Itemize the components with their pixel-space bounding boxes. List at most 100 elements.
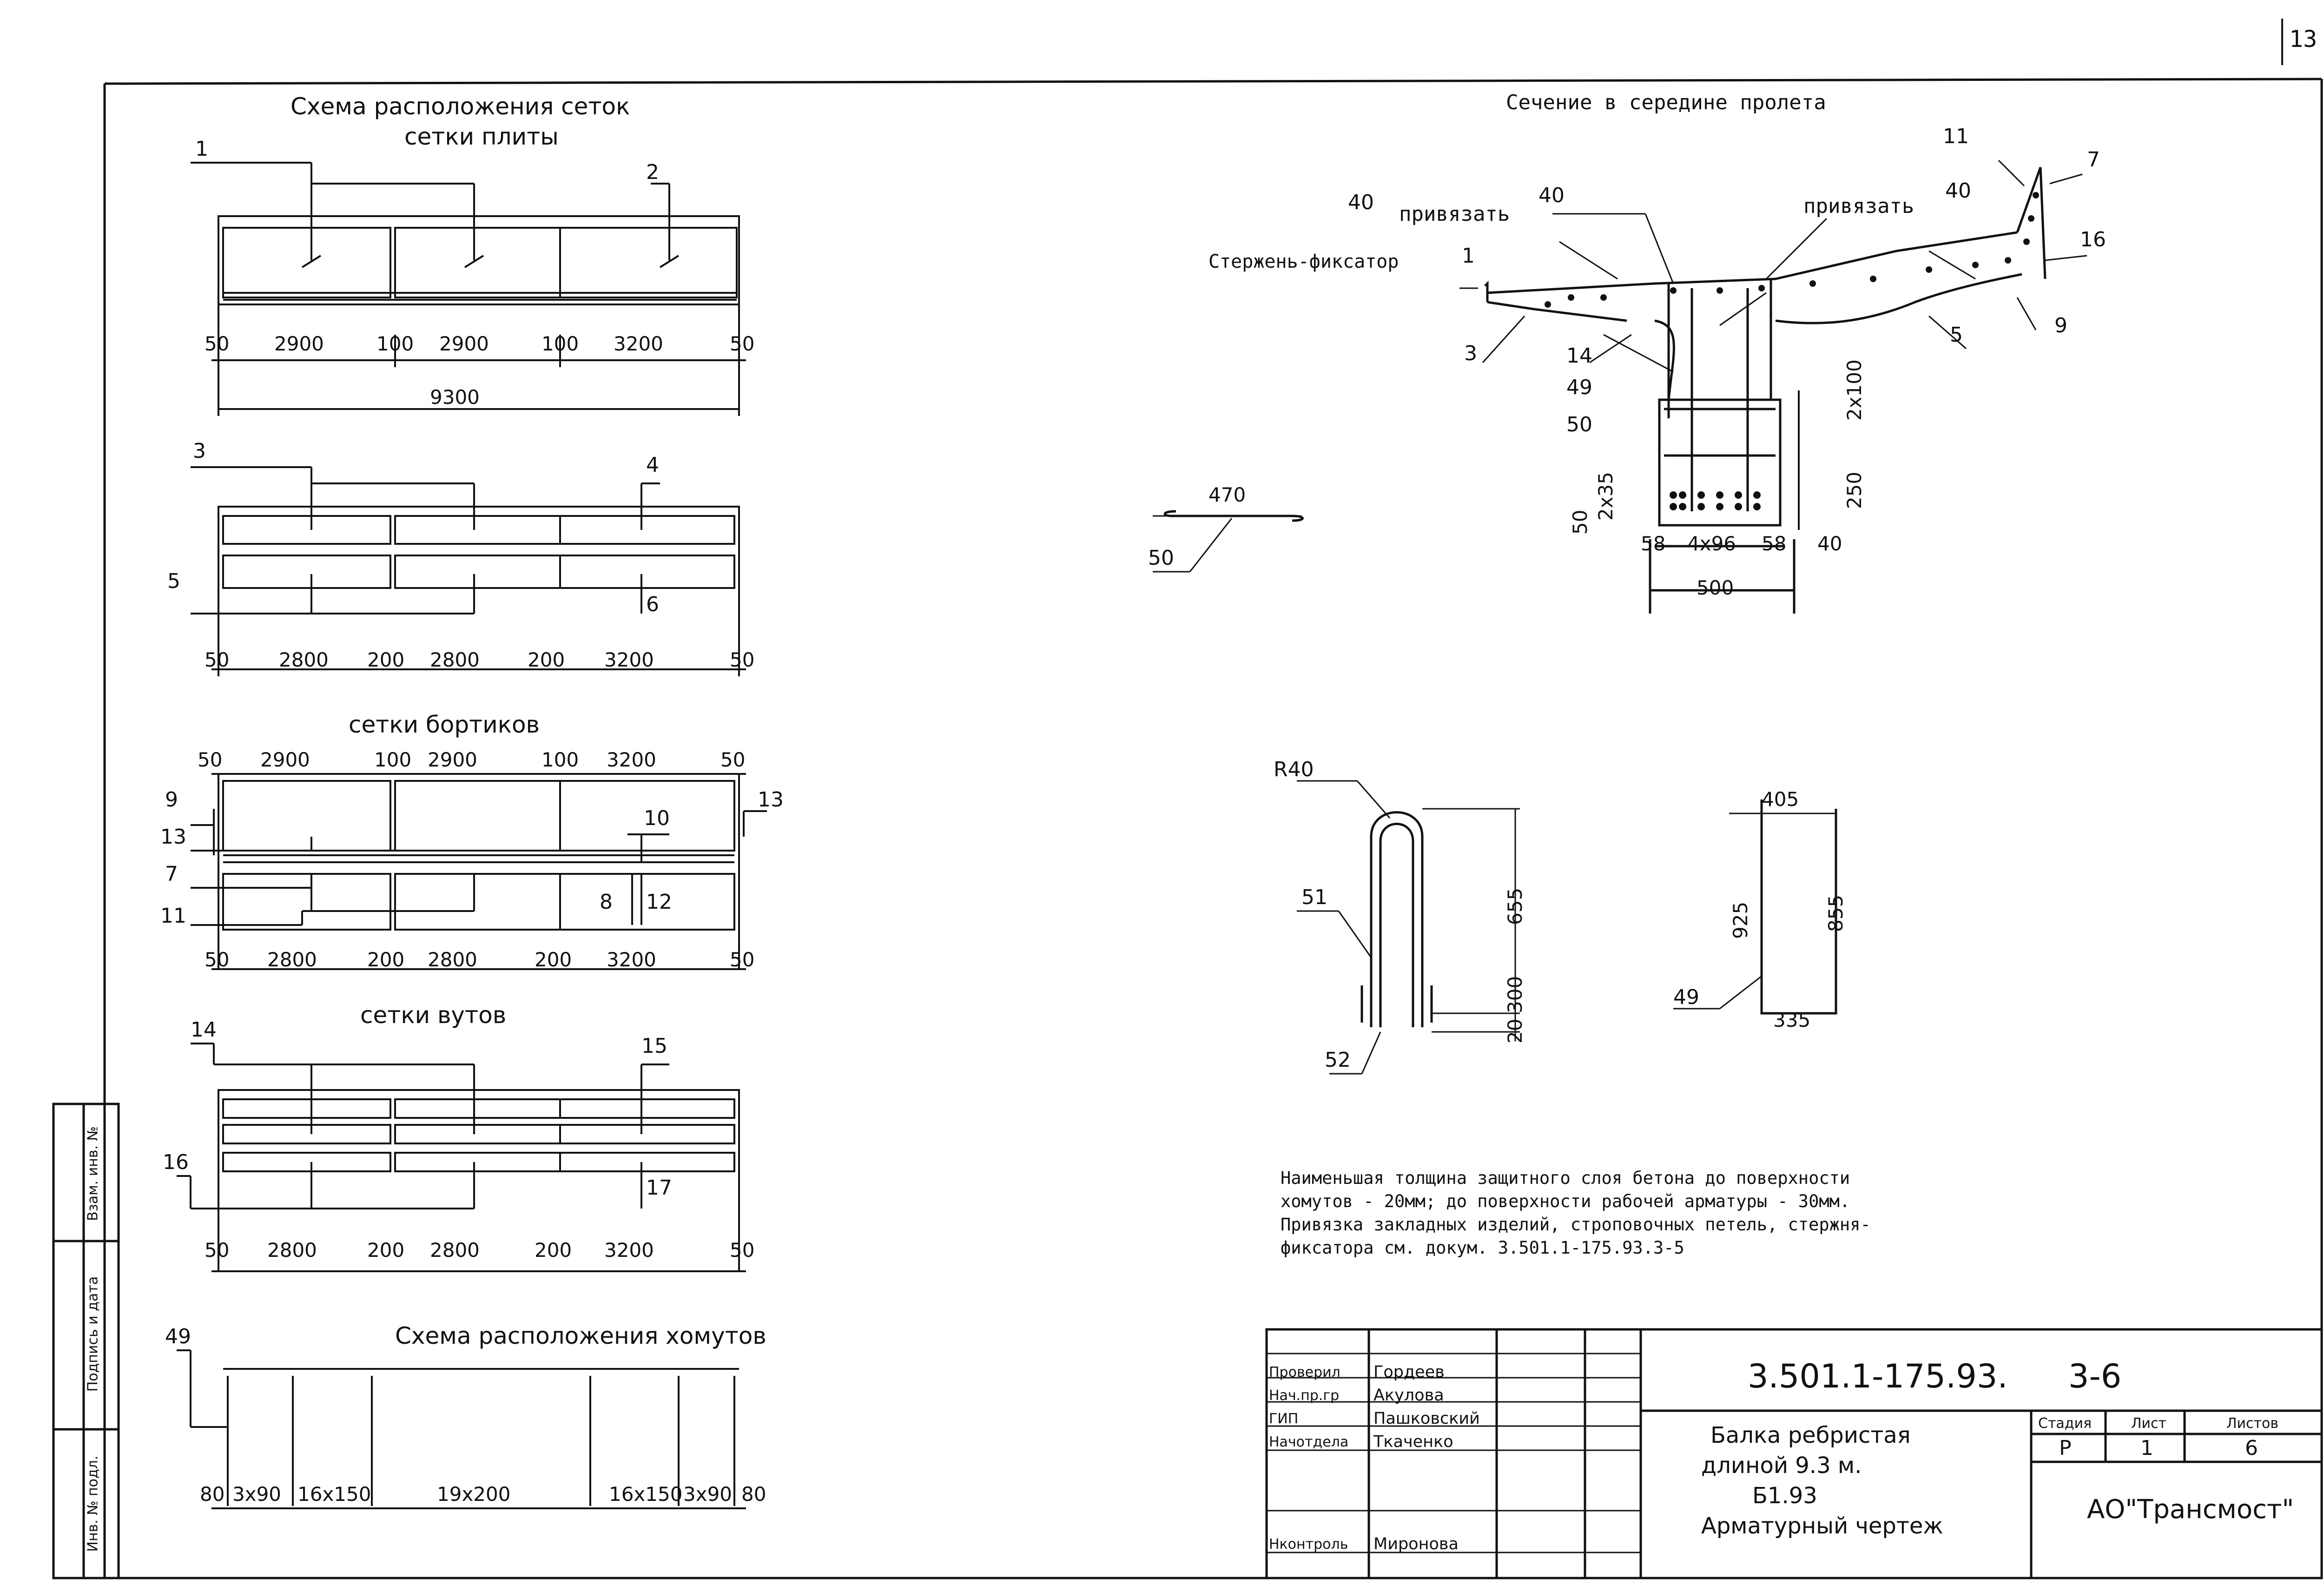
tb-sheet: 1: [2140, 1436, 2153, 1460]
margin-signature-date: Подпись и дата: [85, 1276, 101, 1392]
dim-label: 16x150: [609, 1483, 683, 1506]
dim-label: 200: [528, 648, 565, 671]
tb-name: Акулова: [1373, 1386, 1444, 1405]
dim-label: 80: [200, 1483, 225, 1506]
slab-mesh-1-drawing: [191, 162, 746, 416]
dim-label: 50: [730, 948, 755, 971]
cross-section-drawing: [1459, 159, 2087, 614]
section-bdim: 4x96: [1687, 532, 1736, 555]
section-mark: 7: [2087, 148, 2100, 172]
dim-label: 200: [367, 648, 405, 671]
section-mark: 40: [1348, 191, 1374, 214]
bar-51-dim: 20: [1504, 1018, 1526, 1044]
bar-51-mark: 51: [1301, 885, 1327, 909]
dim-label: 3200: [607, 748, 656, 771]
section-width: 500: [1697, 576, 1734, 599]
stirrup-layout-drawing: [177, 1349, 746, 1509]
dim-label: 200: [535, 948, 572, 971]
dim-label: 3200: [604, 1239, 654, 1262]
tb-sheet-header: Лист: [2131, 1415, 2167, 1432]
section-vdim: 250: [1843, 471, 1866, 509]
mark-label: 7: [165, 862, 178, 886]
dim-label: 2900: [439, 332, 489, 355]
note-line: Привязка закладных изделий, строповочных…: [1281, 1215, 1871, 1235]
tb-role: Проверил: [1269, 1364, 1340, 1381]
mark-label: 15: [641, 1034, 667, 1058]
note-line: Наименьшая толщина защитного слоя бетона…: [1281, 1168, 1850, 1188]
dim-label: 50: [730, 332, 755, 355]
dim-label: 3x90: [232, 1483, 282, 1506]
mark-label: 14: [191, 1018, 217, 1042]
mark-label: 13: [160, 825, 186, 849]
section-vdim: 50: [1569, 509, 1591, 535]
dim-label: 100: [374, 748, 412, 771]
dim-label: 3200: [607, 948, 656, 971]
mark-label: 5: [167, 569, 180, 593]
bar-51-52-drawing: [1297, 780, 1520, 1075]
mark-label: 3: [193, 439, 206, 463]
bar-51-dim: 655: [1504, 887, 1526, 925]
section-tie-right: привязать: [1803, 194, 1915, 218]
mark-label: 12: [646, 890, 672, 914]
tb-doc-code: 3.501.1-175.93.: [1748, 1357, 2008, 1395]
dim-label: 2800: [267, 948, 317, 971]
dim-label: 100: [541, 332, 579, 355]
section-vdim: 2x35: [1594, 471, 1617, 521]
dim-label: 50: [205, 648, 230, 671]
tb-title: Б1.93: [1752, 1483, 1817, 1509]
mark-label: 17: [646, 1176, 672, 1200]
dim-label: 50: [205, 332, 230, 355]
heading-mesh-layout: Схема расположения сеток: [290, 93, 630, 120]
tb-role: ГИП: [1269, 1411, 1299, 1427]
section-mark: 40: [1945, 179, 1971, 203]
tb-title: Балка ребристая: [1710, 1422, 1911, 1448]
dim-label: 3200: [604, 648, 654, 671]
section-vdim: 2x100: [1843, 359, 1866, 421]
dim-label: 2800: [267, 1239, 317, 1262]
margin-replaced-inv: Взам. инв. №: [85, 1126, 101, 1221]
title-block-frame: [1265, 1328, 2323, 1579]
dim-label: 16x150: [297, 1483, 371, 1506]
heading-section-mid: Сечение в середине пролета: [1506, 91, 1826, 114]
section-tie-left: привязать: [1399, 202, 1510, 226]
tb-sheets-header: Листов: [2226, 1415, 2279, 1432]
tb-name: Миронова: [1373, 1535, 1459, 1553]
dim-label: 19x200: [437, 1483, 511, 1506]
curb-mesh-drawing: [191, 773, 767, 970]
tb-name: Ткаченко: [1373, 1433, 1453, 1451]
tb-title: длиной 9.3 м.: [1701, 1453, 1862, 1479]
slab-mesh-2-drawing: [191, 466, 746, 676]
dim-label: 2800: [430, 648, 480, 671]
dim-label: 2900: [274, 332, 324, 355]
mark-label: 16: [163, 1150, 189, 1174]
section-mark: 14: [1566, 344, 1592, 368]
section-mark: 9: [2054, 314, 2067, 337]
bar-49-mark: 49: [1673, 985, 1699, 1009]
dim-label: 50: [720, 748, 746, 771]
mark-label: 49: [165, 1325, 191, 1348]
section-bdim: 40: [1817, 532, 1842, 555]
rebar-dots: [1545, 192, 2039, 510]
dim-label: 100: [376, 332, 414, 355]
dim-label: 200: [367, 948, 405, 971]
dim-label: 2800: [428, 948, 477, 971]
dim-label: 200: [535, 1239, 572, 1262]
mark-label: 1: [195, 137, 208, 161]
mark-label: 8: [600, 890, 613, 914]
bar-49-dim: 925: [1729, 901, 1752, 939]
dim-label: 2900: [260, 748, 310, 771]
bar-51-dim: 300: [1504, 976, 1526, 1013]
dim-label: 2800: [430, 1239, 480, 1262]
bar-49-dim: 405: [1762, 788, 1799, 811]
mark-label: 10: [644, 806, 670, 830]
section-mark: 11: [1943, 125, 1969, 148]
tb-stage: Р: [2059, 1436, 2072, 1460]
dim-label: 50: [198, 748, 223, 771]
page-number: 13: [2289, 26, 2317, 53]
dim-label: 2800: [279, 648, 329, 671]
section-mark: 1: [1462, 244, 1475, 268]
section-mark: 40: [1538, 184, 1565, 207]
dim-label: 50: [730, 1239, 755, 1262]
bar-50-drawing: [1153, 510, 1304, 573]
